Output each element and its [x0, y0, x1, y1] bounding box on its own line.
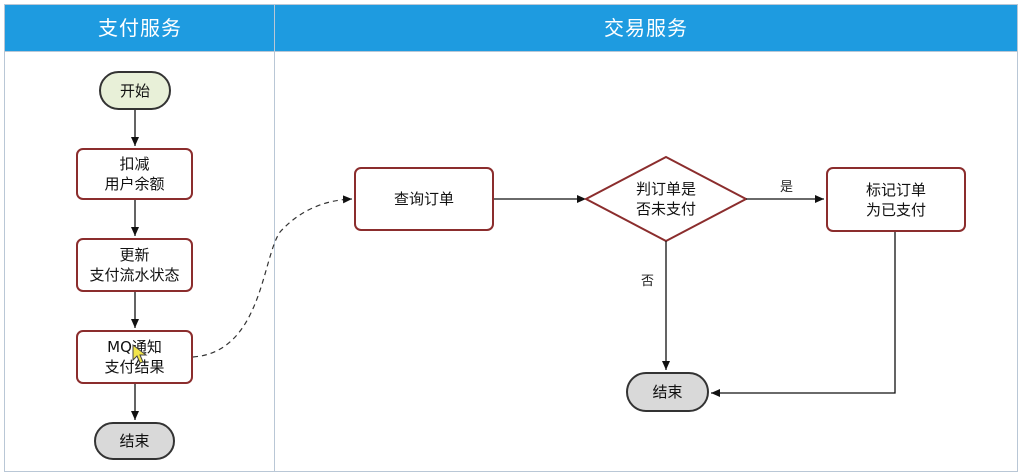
- lane-header-payment: 支付服务: [5, 5, 275, 52]
- end-left-label: 结束: [119, 432, 150, 450]
- mark-paid-box: 标记订单 为已支付: [826, 167, 966, 232]
- decision-label-line1: 判订单是: [635, 180, 696, 198]
- mq-label-line2: 支付结果: [104, 358, 165, 376]
- decision-label-line2: 否未支付: [635, 200, 696, 218]
- update-label-line2: 支付流水状态: [89, 266, 180, 284]
- mouse-cursor-icon: [132, 343, 148, 364]
- deduct-balance-box: 扣减 用户余额: [76, 148, 193, 200]
- query-order-box: 查询订单: [354, 167, 494, 231]
- mark-label-line1: 标记订单: [865, 180, 926, 199]
- mq-notify-box: MQ通知 支付结果: [76, 330, 193, 384]
- edge-label-yes: 是: [780, 180, 794, 195]
- end-right-label: 结束: [652, 383, 683, 401]
- deduct-label-line2: 用户余额: [104, 175, 165, 193]
- start-node: 开始: [99, 71, 171, 110]
- arrow-mq-to-query-dashed: [192, 195, 353, 358]
- arrow-mark-to-end: [711, 232, 896, 397]
- end-node-right: 结束: [626, 372, 709, 412]
- query-label: 查询订单: [393, 190, 454, 208]
- lane-header-trade: 交易服务: [275, 5, 1017, 52]
- decision-label: 判订单是 否未支付: [606, 177, 726, 221]
- start-label: 开始: [119, 81, 150, 100]
- deduct-label-line1: 扣减: [119, 155, 150, 173]
- update-payment-status-box: 更新 支付流水状态: [76, 238, 193, 292]
- edge-label-no: 否: [641, 274, 655, 289]
- mark-label-line2: 为已支付: [865, 200, 926, 219]
- update-label-line1: 更新: [119, 246, 150, 264]
- end-node-left: 结束: [94, 422, 175, 460]
